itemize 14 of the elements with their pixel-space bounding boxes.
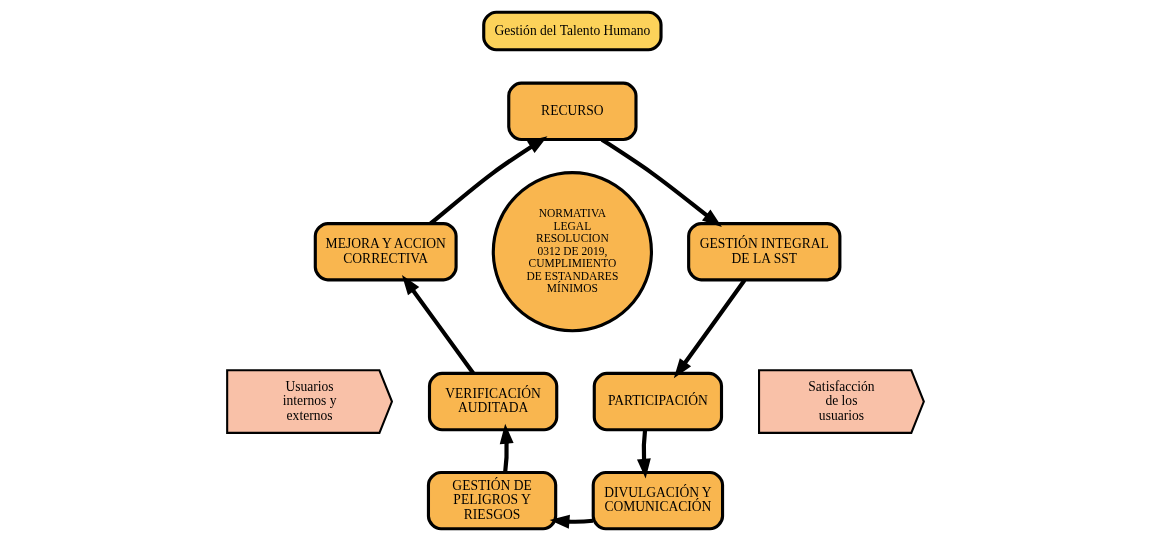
node-box: GESTIÓN INTEGRAL DE LA SST xyxy=(687,222,842,282)
node-box: PARTICIPACIÓN xyxy=(592,371,724,432)
arrow xyxy=(401,275,475,375)
node-box: VERIFICACIÓN AUDITADA xyxy=(427,371,559,432)
node-circle: NORMATIVA LEGAL RESOLUCION 0312 DE 2019, CUMPLIMIENTO DE ESTANDARES MÍNIMOS xyxy=(491,171,653,333)
arrow xyxy=(499,423,514,473)
node-box: Gestión del Talento Humano xyxy=(482,10,663,52)
node-box: GESTIÓN DE PELIGROS Y RIESGOS xyxy=(426,470,558,531)
arrow xyxy=(636,429,651,479)
arrow xyxy=(549,514,594,529)
node-box: DIVULGACIÓN Y COMUNICACIÓN xyxy=(591,470,725,531)
node-box: RECURSO xyxy=(507,81,638,141)
arrow xyxy=(673,279,747,379)
node-box: MEJORA Y ACCION CORRECTIVA xyxy=(313,222,458,282)
